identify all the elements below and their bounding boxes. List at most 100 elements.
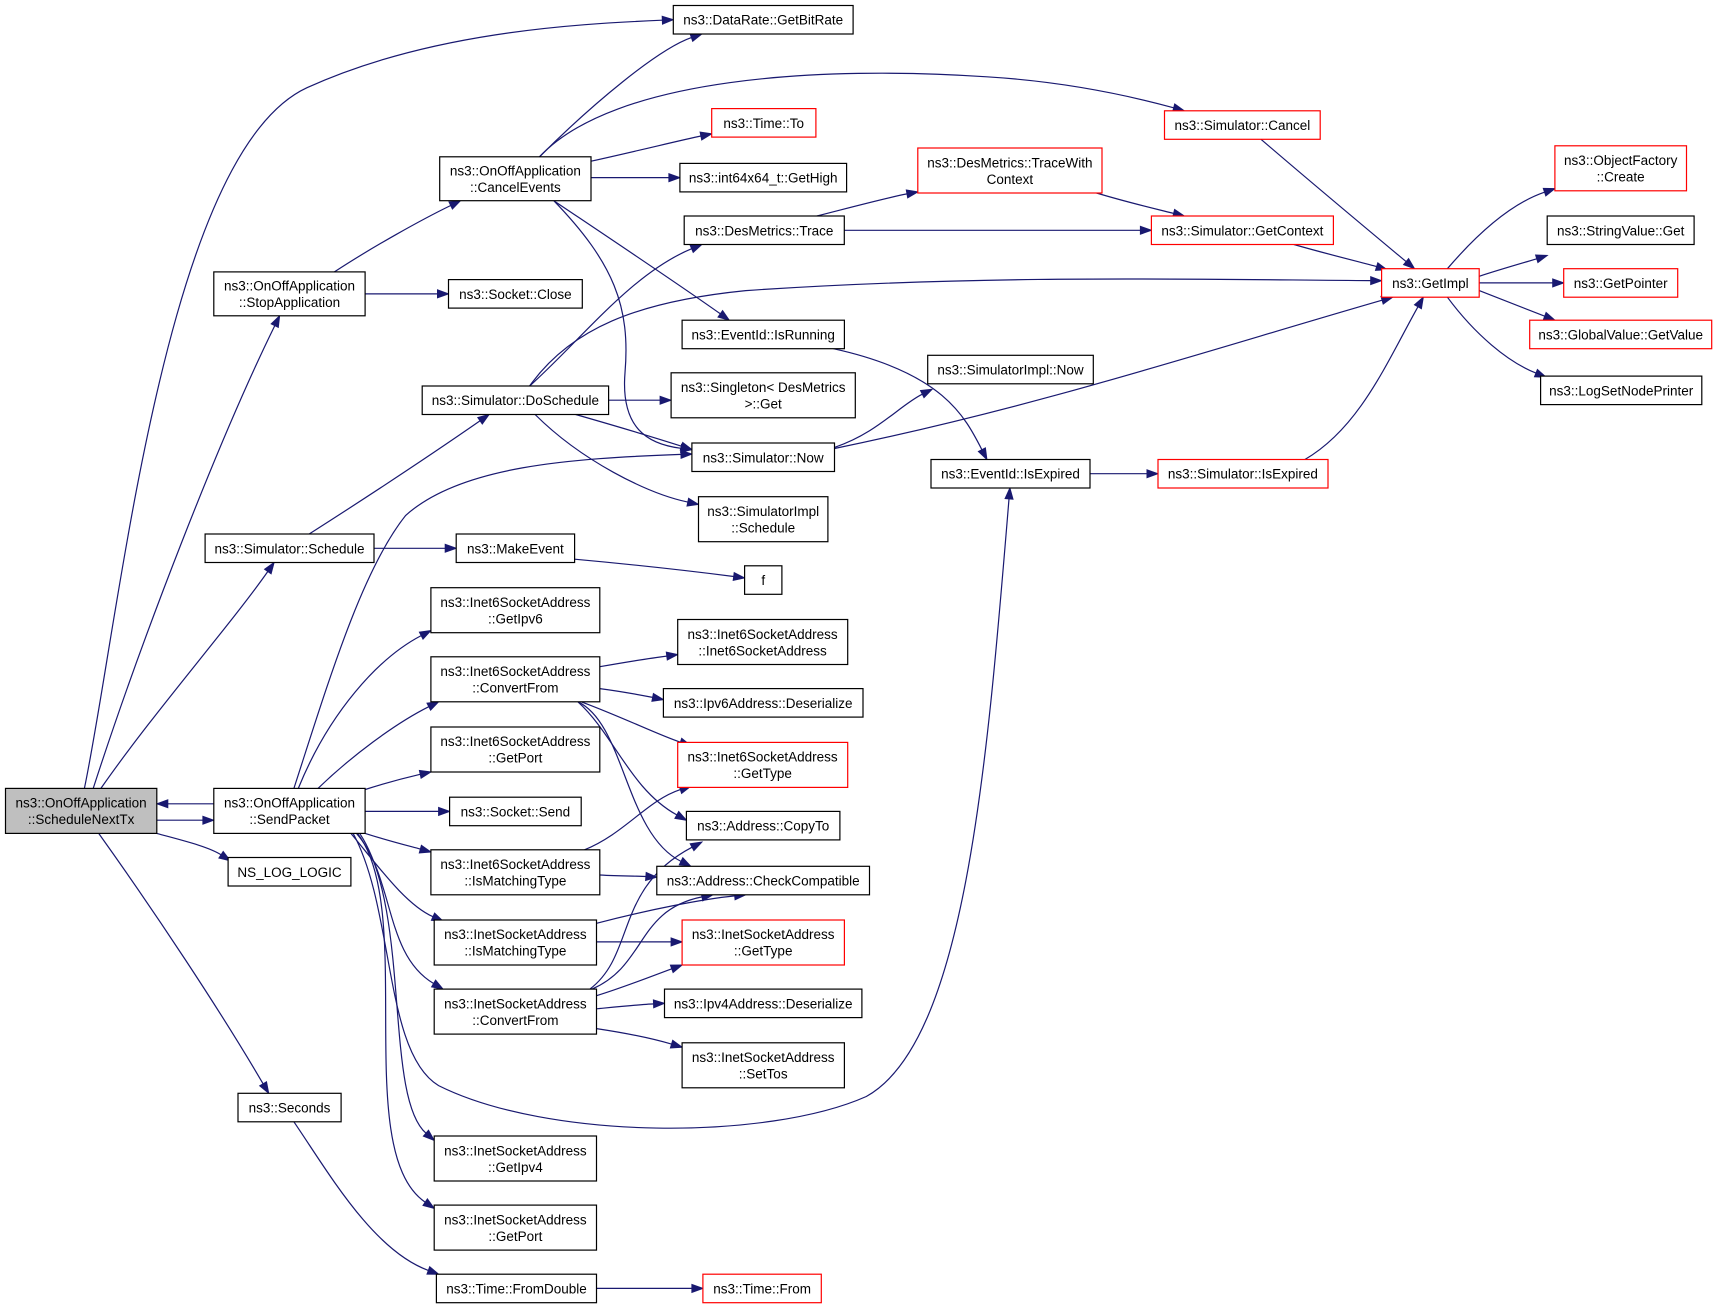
node-addrcopyto[interactable]: ns3::Address::CopyTo: [685, 810, 841, 841]
node-socketclose[interactable]: ns3::Socket::Close: [447, 279, 583, 309]
node-box: [1150, 215, 1335, 246]
edge-line: [596, 895, 735, 924]
node-strget[interactable]: ns3::StringValue::Get: [1546, 215, 1695, 246]
node-label-line: ::StopApplication: [239, 295, 340, 310]
node-objfactory[interactable]: ns3::ObjectFactory::Create: [1554, 145, 1688, 192]
node-getbitrate[interactable]: ns3::DataRate::GetBitRate: [672, 4, 854, 35]
node-box: [917, 147, 1103, 194]
node-i6getport[interactable]: ns3::Inet6SocketAddress::GetPort: [430, 726, 601, 773]
node-label-line: ns3::OnOffApplication: [224, 279, 355, 294]
node-box: [1554, 145, 1688, 192]
edge-arrowhead: [418, 769, 433, 780]
edge-arrowhead: [668, 172, 682, 183]
node-gethigh[interactable]: ns3::int64x64_t::GetHigh: [679, 162, 848, 193]
node-singleton[interactable]: ns3::Singleton< DesMetrics >::Get: [670, 372, 856, 419]
node-label-line: ns3::DesMetrics::TraceWith: [927, 155, 1092, 170]
edge-sendpacket-to-i6convert: [317, 701, 440, 789]
node-box: [670, 372, 856, 419]
node-simschedule[interactable]: ns3::Simulator::Schedule: [204, 533, 375, 564]
node-label-line: ns3::Simulator::IsExpired: [1168, 467, 1318, 482]
edge-layer: [83, 15, 1566, 1294]
edge-dmtrace-to-getcontext: [844, 225, 1153, 235]
node-box: [213, 787, 366, 835]
node-i4match[interactable]: ns3::InetSocketAddress::IsMatchingType: [433, 919, 598, 966]
node-isrunning[interactable]: ns3::EventId::IsRunning: [681, 319, 845, 350]
node-getpointer[interactable]: ns3::GetPointer: [1563, 268, 1679, 298]
edge-i6match-to-checkcompat: [599, 871, 659, 882]
node-label-line: ns3::Address::CheckCompatible: [667, 874, 860, 889]
node-i6match[interactable]: ns3::Inet6SocketAddress::IsMatchingType: [430, 849, 601, 896]
node-box: [433, 988, 598, 1035]
node-doschedule[interactable]: ns3::Simulator::DoSchedule: [421, 385, 610, 416]
node-checkcompat[interactable]: ns3::Address::CheckCompatible: [656, 865, 871, 896]
node-ip6deser[interactable]: ns3::Ipv6Address::Deserialize: [662, 687, 864, 718]
node-lognode[interactable]: ns3::LogSetNodePrinter: [1539, 375, 1703, 406]
node-dmtrace[interactable]: ns3::DesMetrics::Trace: [683, 215, 845, 246]
node-makeevent[interactable]: ns3::MakeEvent: [455, 533, 576, 564]
node-i4convert[interactable]: ns3::InetSocketAddress::ConvertFrom: [433, 988, 598, 1035]
node-label-line: ns3::Simulator::Cancel: [1174, 118, 1310, 133]
node-label-line: ns3::StringValue::Get: [1557, 223, 1685, 238]
edge-line: [834, 393, 923, 448]
node-label-line: ::GetType: [733, 766, 792, 781]
node-fromdouble[interactable]: ns3::Time::FromDouble: [435, 1273, 598, 1304]
node-label-line: ns3::ObjectFactory: [1564, 153, 1678, 168]
node-i6getipv6[interactable]: ns3::Inet6SocketAddress::GetIpv6: [430, 587, 601, 634]
node-label-line: ns3::Inet6SocketAddress: [440, 734, 590, 749]
node-i4settos[interactable]: ns3::InetSocketAddress::SetTos: [681, 1042, 845, 1089]
node-i6gettype[interactable]: ns3::Inet6SocketAddress::GetType: [677, 741, 849, 789]
edge-line: [365, 773, 421, 791]
node-root[interactable]: ns3::OnOffApplication::ScheduleNextTx: [4, 787, 158, 835]
edge-arrowhead: [680, 449, 694, 460]
node-simimplsched[interactable]: ns3::SimulatorImpl::Schedule: [697, 496, 829, 543]
edge-root-to-seconds: [98, 833, 270, 1095]
node-label-line: ns3::Simulator::DoSchedule: [432, 393, 599, 408]
node-label-line: ns3::Socket::Send: [461, 804, 571, 819]
node-simisexpired[interactable]: ns3::Simulator::IsExpired: [1157, 458, 1329, 489]
edge-arrowhead: [686, 497, 700, 507]
node-label-line: ::GetIpv4: [488, 1160, 543, 1175]
node-i4getport[interactable]: ns3::InetSocketAddress::GetPort: [433, 1204, 598, 1251]
node-box: [430, 656, 601, 703]
node-box: [1546, 215, 1695, 246]
edge-root-to-sendpacket: [156, 815, 216, 825]
node-i4gettype[interactable]: ns3::InetSocketAddress::GetType: [681, 919, 845, 966]
node-getcontext[interactable]: ns3::Simulator::GetContext: [1150, 215, 1335, 246]
node-i6convert[interactable]: ns3::Inet6SocketAddress::ConvertFrom: [430, 656, 601, 703]
node-timeto[interactable]: ns3::Time::To: [711, 107, 817, 138]
edge-line: [1096, 192, 1174, 214]
edge-dmtracewith-to-getcontext: [1096, 192, 1186, 218]
node-simimplnow[interactable]: ns3::SimulatorImpl::Now: [927, 354, 1094, 385]
node-i4getipv4[interactable]: ns3::InetSocketAddress::GetIpv4: [433, 1135, 598, 1182]
edge-i4match-to-checkcompat: [596, 891, 748, 924]
node-seconds[interactable]: ns3::Seconds: [237, 1092, 342, 1123]
node-f[interactable]: f: [743, 565, 783, 595]
edge-sendpacket-to-i4getipv4: [359, 833, 436, 1142]
node-ip4deser[interactable]: ns3::Ipv4Address::Deserialize: [663, 988, 863, 1019]
edge-line: [359, 833, 427, 1134]
node-stopapp[interactable]: ns3::OnOffApplication::StopApplication: [213, 271, 366, 317]
node-box: [455, 533, 576, 564]
node-simnow[interactable]: ns3::Simulator::Now: [691, 442, 836, 473]
edge-arrowhead: [645, 871, 659, 882]
node-box: [685, 810, 841, 841]
edge-line: [1260, 138, 1407, 263]
node-timefrom[interactable]: ns3::Time::From: [702, 1273, 822, 1304]
edge-line: [156, 832, 222, 856]
node-nslog[interactable]: NS_LOG_LOGIC: [227, 856, 352, 887]
node-label-line: ns3::Singleton< DesMetrics: [681, 380, 846, 395]
edge-line: [539, 72, 1174, 158]
node-globalget[interactable]: ns3::GlobalValue::GetValue: [1529, 319, 1713, 350]
node-socketsend[interactable]: ns3::Socket::Send: [449, 796, 582, 827]
node-simcancel[interactable]: ns3::Simulator::Cancel: [1163, 110, 1321, 140]
edge-getimpl-to-objfactory: [1446, 187, 1557, 270]
edge-arrowhead: [422, 1198, 436, 1210]
node-isexpired[interactable]: ns3::EventId::IsExpired: [930, 458, 1091, 489]
edge-line: [529, 248, 692, 387]
node-getimpl[interactable]: ns3::GetImpl: [1380, 268, 1480, 298]
node-box: [672, 4, 854, 35]
node-cancelevents[interactable]: ns3::OnOffApplication::CancelEvents: [439, 156, 592, 202]
node-sendpacket[interactable]: ns3::OnOffApplication::SendPacket: [213, 787, 366, 835]
node-i6ctor[interactable]: ns3::Inet6SocketAddress::Inet6SocketAddr…: [677, 618, 849, 666]
